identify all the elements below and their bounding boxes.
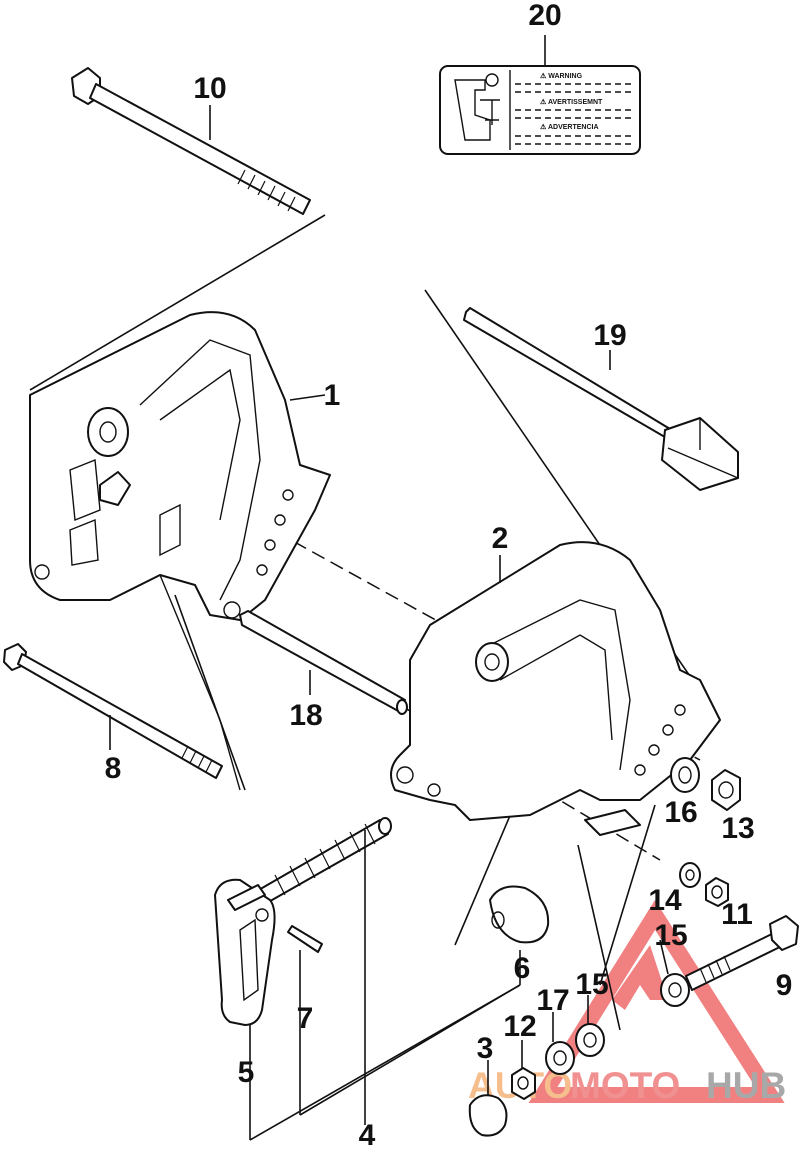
pin-7 [287, 925, 323, 953]
callout-17: 17 [536, 984, 569, 1017]
clamp-bracket-2 [390, 541, 721, 836]
handle-5 [214, 878, 276, 1026]
callout-10: 10 [193, 72, 226, 105]
clamp-bracket-1 [29, 311, 331, 791]
callout-12: 12 [503, 1010, 536, 1043]
nut-12 [511, 1067, 536, 1100]
callout-7: 7 [297, 1002, 314, 1035]
callout-16: 16 [664, 796, 697, 829]
rod-19 [463, 307, 739, 491]
nut-11 [705, 877, 729, 907]
callout-4: 4 [359, 1119, 376, 1150]
callout-15b: 15 [575, 968, 608, 1001]
watermark-hub: HUB [706, 1065, 786, 1106]
cap-6 [489, 885, 550, 944]
bolt-9 [685, 915, 799, 991]
callout-3: 3 [477, 1032, 494, 1065]
warning-line-2: ⚠ AVERTISSEMNT [540, 98, 603, 106]
bolt-8 [3, 643, 223, 779]
watermark-inner-mark [612, 945, 668, 1010]
callout-11: 11 [721, 898, 753, 931]
washer-14 [679, 862, 701, 888]
warning-line-1: ⚠ WARNING [540, 72, 583, 80]
washer-16 [670, 757, 700, 793]
watermark-triangle [528, 900, 785, 1103]
nut-13 [711, 769, 741, 811]
callout-13: 13 [721, 812, 754, 845]
callout-19: 19 [593, 319, 626, 352]
callout-6: 6 [514, 952, 531, 985]
watermark-moto: MOTO [570, 1065, 680, 1106]
bolt-10 [71, 67, 311, 215]
callout-1: 1 [324, 379, 341, 412]
screw-spring-4 [249, 817, 392, 909]
callout-leaders [109, 35, 669, 1141]
cap-3 [468, 1094, 508, 1137]
warning-line-3: ⚠ ADVERTENCIA [540, 123, 599, 131]
warning-label-decal: ⚠ WARNING ⚠ AVERTISSEMNT ⚠ ADVERTENCIA [439, 65, 641, 155]
callout-14: 14 [648, 884, 682, 917]
callout-5: 5 [238, 1056, 255, 1089]
callout-9: 9 [776, 969, 793, 1002]
washer-15-a [660, 973, 690, 1007]
callout-2: 2 [492, 522, 509, 555]
callout-numbers: 20 10 19 1 2 18 8 16 13 14 11 15 9 6 15 … [105, 0, 793, 1150]
callout-18: 18 [289, 699, 322, 732]
pin-18 [239, 610, 408, 715]
callout-15a: 15 [654, 919, 687, 952]
washer-15-b [575, 1023, 605, 1057]
callout-8: 8 [105, 752, 122, 785]
callout-20: 20 [528, 0, 561, 32]
washer-17 [545, 1041, 575, 1075]
